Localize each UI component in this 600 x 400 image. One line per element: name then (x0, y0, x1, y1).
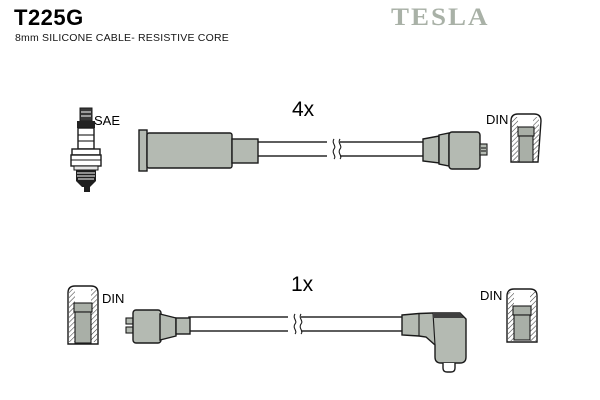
cable-break-icon (288, 313, 303, 335)
bottom-right-din-boot (506, 288, 538, 343)
bottom-quantity-label: 1x (291, 273, 314, 296)
bottom-left-din-label: DIN (102, 291, 125, 306)
top-din-label: DIN (486, 112, 509, 127)
bottom-left-din-boot (67, 285, 99, 345)
bottom-silicone-cable (188, 313, 404, 335)
brand-logo: TESLA (391, 3, 490, 31)
angled-din-connector (401, 312, 467, 373)
top-din-boot (510, 113, 542, 163)
top-quantity-label: 4x (292, 98, 315, 121)
sae-label: SAE (94, 113, 121, 128)
part-number: T225G (14, 5, 84, 30)
cable-break-icon (327, 138, 342, 160)
top-din-connector (422, 131, 488, 170)
spark-plug-icon (70, 107, 102, 192)
plug-boot (138, 129, 259, 172)
top-silicone-cable (254, 138, 428, 160)
bottom-din-connector (125, 309, 191, 344)
bottom-right-din-label: DIN (480, 288, 503, 303)
product-description: 8mm SILICONE CABLE- RESISTIVE CORE (15, 32, 229, 44)
